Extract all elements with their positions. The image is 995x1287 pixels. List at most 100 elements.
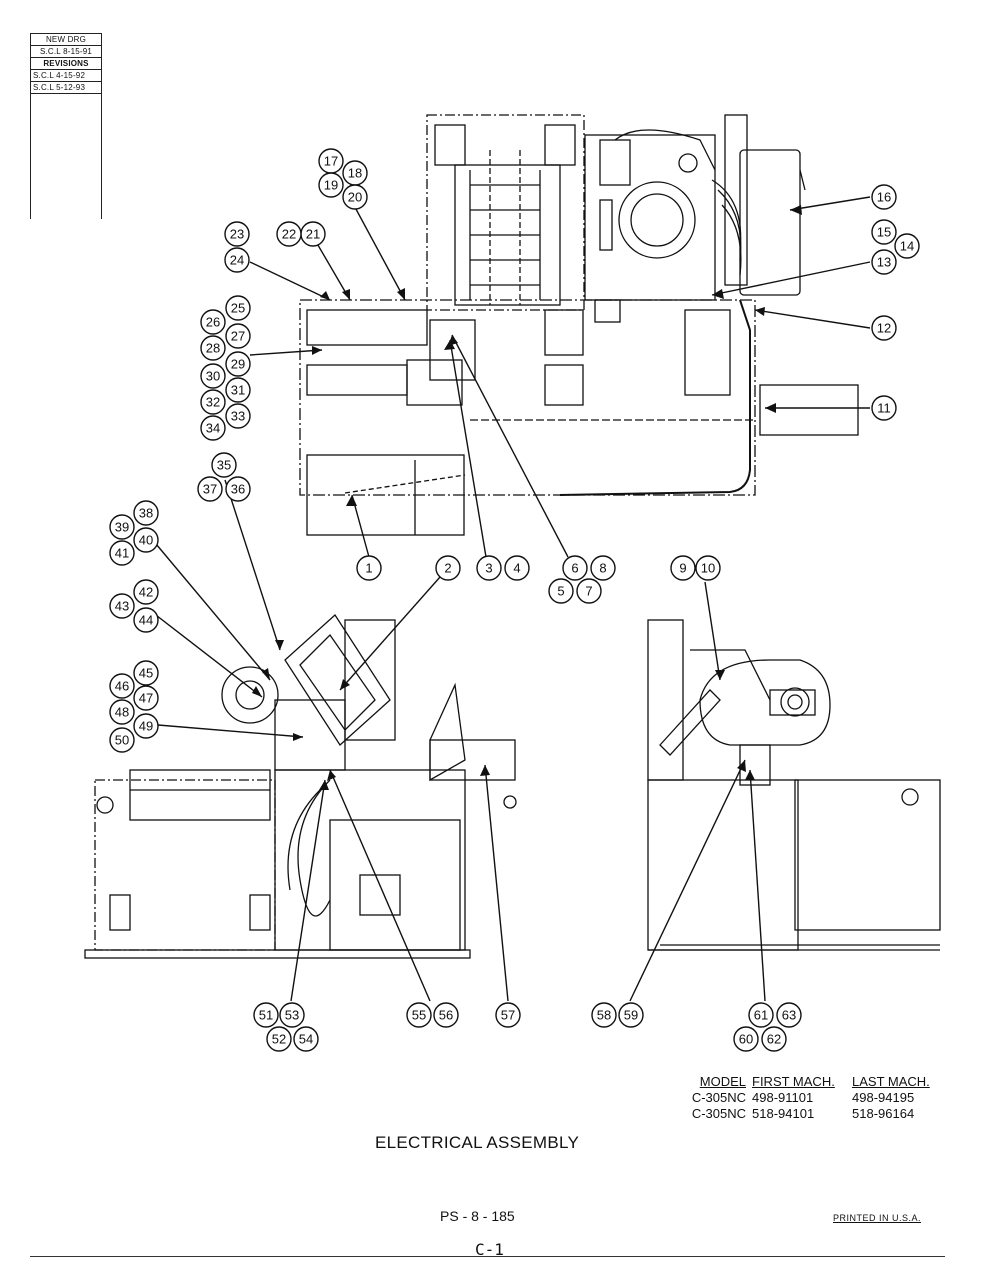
callout-24: 24 — [224, 247, 250, 273]
callout-circle — [133, 579, 159, 605]
callout-label: 30 — [206, 369, 220, 384]
callout-circle — [200, 363, 226, 389]
callout-circle — [406, 1002, 432, 1028]
callout-circle — [109, 673, 135, 699]
callout-45: 45 — [133, 660, 159, 686]
callout-6: 6 — [562, 555, 588, 581]
callout-22: 22 — [276, 221, 302, 247]
callout-52: 52 — [266, 1026, 292, 1052]
callout-37: 37 — [197, 476, 223, 502]
header-model: MODEL — [699, 1074, 746, 1089]
callout-circle — [200, 335, 226, 361]
callout-circle — [109, 593, 135, 619]
callout-15: 15 — [871, 219, 897, 245]
callout-label: 51 — [259, 1008, 273, 1023]
callout-circle — [576, 578, 602, 604]
callout-circle — [871, 219, 897, 245]
new-drawing-date: S.C.L 8-15-91 — [31, 46, 101, 58]
callout-40: 40 — [133, 527, 159, 553]
callout-label: 3 — [485, 561, 492, 576]
callout-label: 40 — [139, 533, 153, 548]
callout-circle — [318, 172, 344, 198]
callout-circle — [618, 1002, 644, 1028]
callout-label: 62 — [767, 1032, 781, 1047]
callout-16: 16 — [871, 184, 897, 210]
callout-56: 56 — [433, 1002, 459, 1028]
model-table: MODEL FIRST MACH. LAST MACH. C-305NC 498… — [668, 1074, 952, 1122]
first-mach-cell: 518-94101 — [752, 1106, 815, 1121]
callout-circle — [211, 452, 237, 478]
callout-circle — [761, 1026, 787, 1052]
callout-circle — [200, 415, 226, 441]
callout-42: 42 — [133, 579, 159, 605]
callout-circle — [200, 389, 226, 415]
callout-circle — [733, 1026, 759, 1052]
callout-label: 32 — [206, 395, 220, 410]
callout-label: 28 — [206, 341, 220, 356]
revisions-header: REVISIONS — [31, 58, 101, 70]
callout-label: 44 — [139, 613, 153, 628]
callout-circle — [894, 233, 920, 259]
callout-circle — [225, 351, 251, 377]
callout-label: 48 — [115, 705, 129, 720]
bottom-divider — [30, 1256, 945, 1257]
callout-18: 18 — [342, 160, 368, 186]
leader-lines — [150, 196, 871, 1002]
callout-circle — [109, 727, 135, 753]
callout-circle — [748, 1002, 774, 1028]
callout-7: 7 — [576, 578, 602, 604]
callout-circle — [225, 476, 251, 502]
callout-label: 33 — [231, 409, 245, 424]
callout-label: 24 — [230, 253, 244, 268]
callout-9: 9 — [670, 555, 696, 581]
callout-circle — [133, 713, 159, 739]
callout-label: 43 — [115, 599, 129, 614]
callout-label: 18 — [348, 166, 362, 181]
callout-55: 55 — [406, 1002, 432, 1028]
callout-label: 36 — [231, 482, 245, 497]
callout-circle — [109, 699, 135, 725]
callout-label: 15 — [877, 225, 891, 240]
new-drawing-label: NEW DRG — [31, 34, 101, 46]
callout-50: 50 — [109, 727, 135, 753]
callout-circle — [133, 527, 159, 553]
callout-label: 8 — [599, 561, 606, 576]
callout-17: 17 — [318, 148, 344, 174]
callout-29: 29 — [225, 351, 251, 377]
callout-label: 17 — [324, 154, 338, 169]
callout-25: 25 — [225, 295, 251, 321]
callout-label: 12 — [877, 321, 891, 336]
table-row: C-305NC 518-94101 518-96164 — [668, 1106, 952, 1122]
callout-label: 58 — [597, 1008, 611, 1023]
callout-label: 10 — [701, 561, 715, 576]
callout-circle — [279, 1002, 305, 1028]
callout-label: 41 — [115, 546, 129, 561]
callout-circle — [133, 685, 159, 711]
callout-label: 60 — [739, 1032, 753, 1047]
callout-circle — [776, 1002, 802, 1028]
front-view — [84, 614, 517, 959]
callout-33: 33 — [225, 403, 251, 429]
callout-label: 39 — [115, 520, 129, 535]
callout-circle — [133, 660, 159, 686]
callout-label: 46 — [115, 679, 129, 694]
callout-label: 11 — [877, 401, 891, 416]
callout-label: 52 — [272, 1032, 286, 1047]
table-row: C-305NC 498-91101 498-94195 — [668, 1090, 952, 1106]
callout-59: 59 — [618, 1002, 644, 1028]
callout-label: 56 — [439, 1008, 453, 1023]
callout-circle — [590, 555, 616, 581]
callout-35: 35 — [211, 452, 237, 478]
callout-label: 35 — [217, 458, 231, 473]
callout-circle — [225, 295, 251, 321]
revision-block: NEW DRG S.C.L 8-15-91 REVISIONS S.C.L 4-… — [30, 33, 102, 219]
callout-circle — [591, 1002, 617, 1028]
callout-circle — [224, 221, 250, 247]
callout-63: 63 — [776, 1002, 802, 1028]
callout-34: 34 — [200, 415, 226, 441]
callout-label: 9 — [679, 561, 686, 576]
callout-circle — [871, 395, 897, 421]
callout-49: 49 — [133, 713, 159, 739]
last-mach-cell: 518-96164 — [852, 1106, 915, 1121]
